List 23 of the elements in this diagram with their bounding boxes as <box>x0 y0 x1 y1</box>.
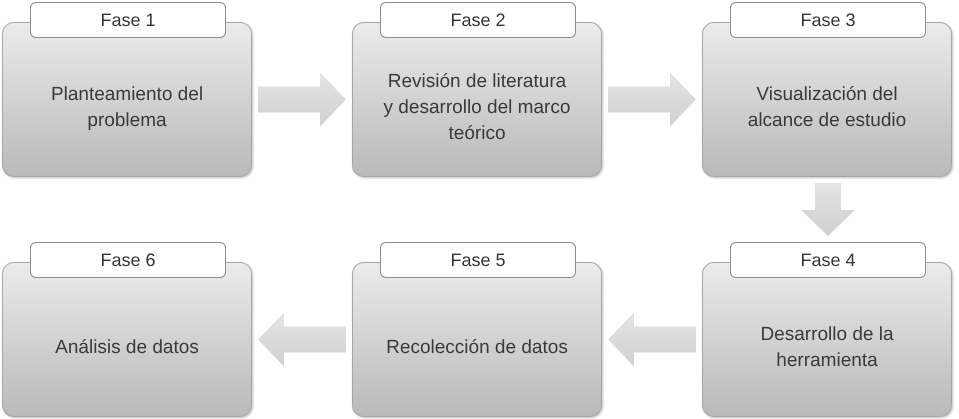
block-arrow <box>258 312 346 366</box>
phase-label: Fase 1 <box>100 8 156 32</box>
block-arrow <box>801 183 855 236</box>
phase-tab <box>30 242 226 278</box>
block-arrow <box>258 72 346 126</box>
step-text: Desarrollo de la herramienta <box>759 322 895 372</box>
phase-tab <box>380 242 576 278</box>
phase-tab <box>30 2 226 38</box>
phase-tab <box>730 2 926 38</box>
phase-label: Fase 6 <box>100 248 156 272</box>
step-text: Planteamiento del problema <box>50 82 204 132</box>
phase-tab <box>380 2 576 38</box>
phase-label: Fase 3 <box>800 8 856 32</box>
step-text: Visualización del alcance de estudio <box>746 82 908 132</box>
phase-label: Fase 2 <box>450 8 506 32</box>
block-arrow <box>608 72 696 126</box>
step-text: Análisis de datos <box>55 336 199 360</box>
phase-tab <box>730 242 926 278</box>
phase-label: Fase 5 <box>450 248 506 272</box>
step-text: Revisión de literatura y desarrollo del marco teórico <box>382 70 572 146</box>
step-text: Recolección de datos <box>386 336 568 360</box>
block-arrow <box>608 312 696 366</box>
phase-label: Fase 4 <box>800 248 856 272</box>
